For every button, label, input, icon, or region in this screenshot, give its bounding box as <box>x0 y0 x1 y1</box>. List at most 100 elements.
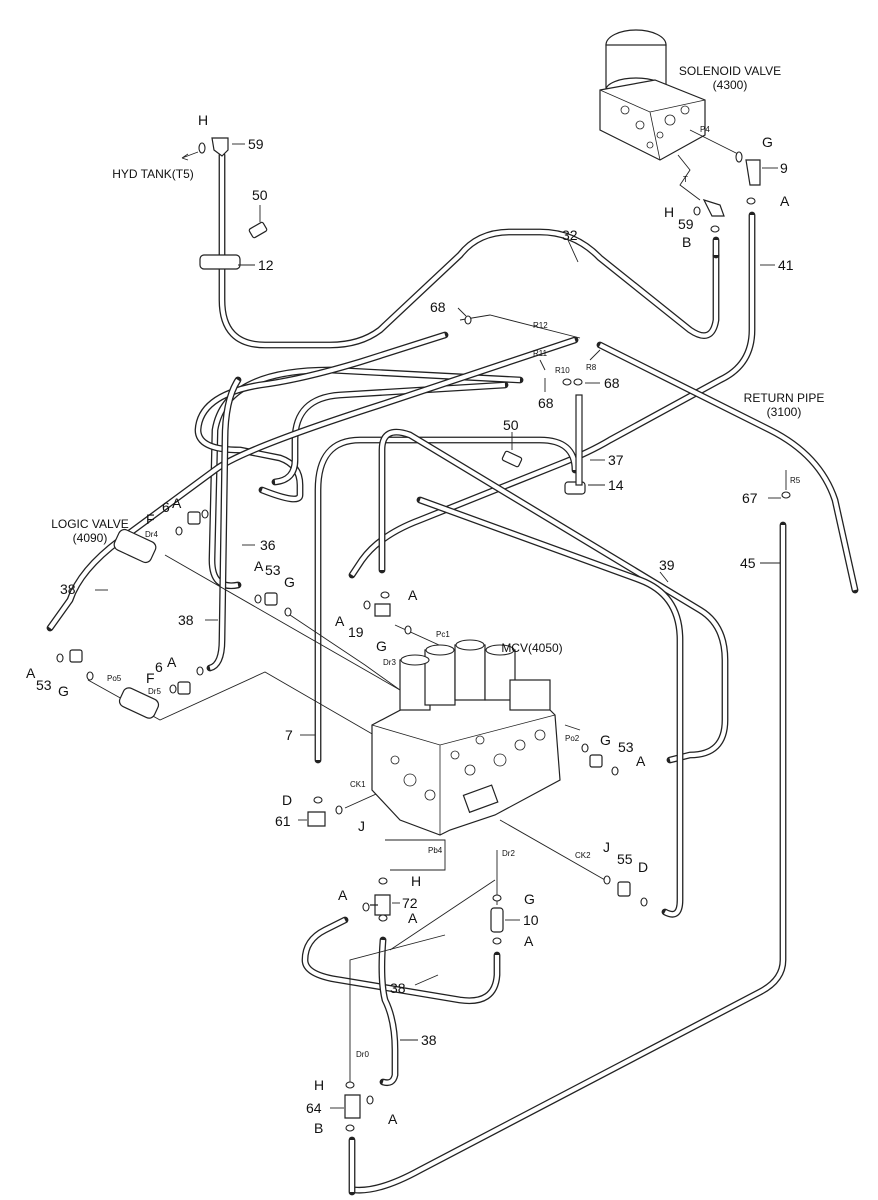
port-label-Pb4: Pb4 <box>428 846 443 855</box>
callout-55: 55 <box>617 851 633 867</box>
port-label-R10: R10 <box>555 366 570 375</box>
arrow-icon <box>181 151 199 161</box>
callout-39: 39 <box>659 557 675 573</box>
port-label-P4: P4 <box>700 125 710 134</box>
port-label-Dr0: Dr0 <box>356 1050 369 1059</box>
fittings <box>56 137 791 1132</box>
port-label-Po2: Po2 <box>565 734 580 743</box>
callout-50: 50 <box>503 417 519 433</box>
callout-67: 67 <box>742 490 758 506</box>
letter-A: A <box>636 753 646 769</box>
port-label-CK1: CK1 <box>350 780 366 789</box>
letter-H: H <box>411 873 421 889</box>
port-label-Dr4: Dr4 <box>145 530 158 539</box>
port-label-Pc1: Pc1 <box>436 630 450 639</box>
letter-G: G <box>762 134 773 150</box>
callout-numbers: 59 50 12 32 41 9 59 68 68 68 50 37 14 67… <box>36 136 794 1116</box>
letter-F: F <box>146 670 155 686</box>
callout-6: 6 <box>162 499 170 515</box>
port-label-R5: R5 <box>790 476 801 485</box>
letter-H: H <box>314 1077 324 1093</box>
letter-B: B <box>682 234 691 250</box>
callout-37: 37 <box>608 452 624 468</box>
letter-A: A <box>167 654 177 670</box>
return-pipe-code: (3100) <box>767 405 802 419</box>
callout-19: 19 <box>348 624 364 640</box>
callout-32: 32 <box>562 227 578 243</box>
letter-A: A <box>780 193 790 209</box>
callout-59: 59 <box>678 216 694 232</box>
port-label-Dr5: Dr5 <box>148 687 161 696</box>
callout-6: 6 <box>155 659 163 675</box>
callout-41: 41 <box>778 257 794 273</box>
callout-53: 53 <box>265 562 281 578</box>
logic-valve-code: (4090) <box>73 531 108 545</box>
callout-61: 61 <box>275 813 291 829</box>
letter-G: G <box>600 732 611 748</box>
callout-68: 68 <box>604 375 620 391</box>
letter-B: B <box>314 1120 323 1136</box>
port-label-Dr2: Dr2 <box>502 849 515 858</box>
letter-G: G <box>284 574 295 590</box>
callout-64: 64 <box>306 1100 322 1116</box>
letter-J: J <box>603 839 610 855</box>
port-label-Po5: Po5 <box>107 674 122 683</box>
letter-A: A <box>524 933 534 949</box>
letter-A: A <box>335 613 345 629</box>
letter-A: A <box>408 910 418 926</box>
port-labels: P4 T R12 R11 R10 R8 R5 Dr4 Dr3 Dr5 Po5 P… <box>107 125 801 1059</box>
port-label-R8: R8 <box>586 363 597 372</box>
callout-38: 38 <box>60 581 76 597</box>
callout-53: 53 <box>36 677 52 693</box>
callout-45: 45 <box>740 555 756 571</box>
letter-A: A <box>254 558 264 574</box>
letter-G: G <box>58 683 69 699</box>
letter-H: H <box>198 112 208 128</box>
letter-A: A <box>388 1111 398 1127</box>
callout-38: 38 <box>421 1032 437 1048</box>
port-label-R11: R11 <box>533 349 548 358</box>
letter-A: A <box>172 495 182 511</box>
solenoid-valve-title: SOLENOID VALVE <box>679 64 781 78</box>
port-label-Dr3: Dr3 <box>383 658 396 667</box>
callout-12: 12 <box>258 257 274 273</box>
port-label-R12: R12 <box>533 321 548 330</box>
letter-A: A <box>408 587 418 603</box>
callout-10: 10 <box>523 912 539 928</box>
callout-36: 36 <box>260 537 276 553</box>
port-letters: H G A H B A F A G A G A A G F A G A D J … <box>26 112 790 1136</box>
letter-H: H <box>664 204 674 220</box>
hyd-tank-title: HYD TANK(T5) <box>112 167 194 181</box>
letter-G: G <box>524 891 535 907</box>
letter-A: A <box>338 887 348 903</box>
callout-68: 68 <box>430 299 446 315</box>
letter-D: D <box>282 792 292 808</box>
letter-G: G <box>376 638 387 654</box>
mcv-valve-body <box>371 639 561 836</box>
solenoid-valve <box>599 29 741 161</box>
logic-valve-title: LOGIC VALVE <box>51 517 129 531</box>
callout-50: 50 <box>252 187 268 203</box>
callout-14: 14 <box>608 477 624 493</box>
component-titles: SOLENOID VALVE (4300) HYD TANK(T5) RETUR… <box>51 64 824 655</box>
letter-A: A <box>26 665 36 681</box>
callout-72: 72 <box>402 895 418 911</box>
callout-38: 38 <box>178 612 194 628</box>
mcv-title: MCV(4050) <box>501 641 562 655</box>
callout-9: 9 <box>780 160 788 176</box>
return-pipe-title: RETURN PIPE <box>744 391 825 405</box>
callout-59: 59 <box>248 136 264 152</box>
solenoid-valve-code: (4300) <box>713 78 748 92</box>
letter-J: J <box>358 818 365 834</box>
hose-group <box>46 151 859 1196</box>
callout-68: 68 <box>538 395 554 411</box>
callout-38: 38 <box>390 980 406 996</box>
port-label-T: T <box>683 175 688 184</box>
callout-leaders <box>95 143 781 1109</box>
letter-D: D <box>638 859 648 875</box>
letter-F: F <box>146 511 155 527</box>
callout-53: 53 <box>618 739 634 755</box>
port-label-CK2: CK2 <box>575 851 591 860</box>
callout-7: 7 <box>285 727 293 743</box>
